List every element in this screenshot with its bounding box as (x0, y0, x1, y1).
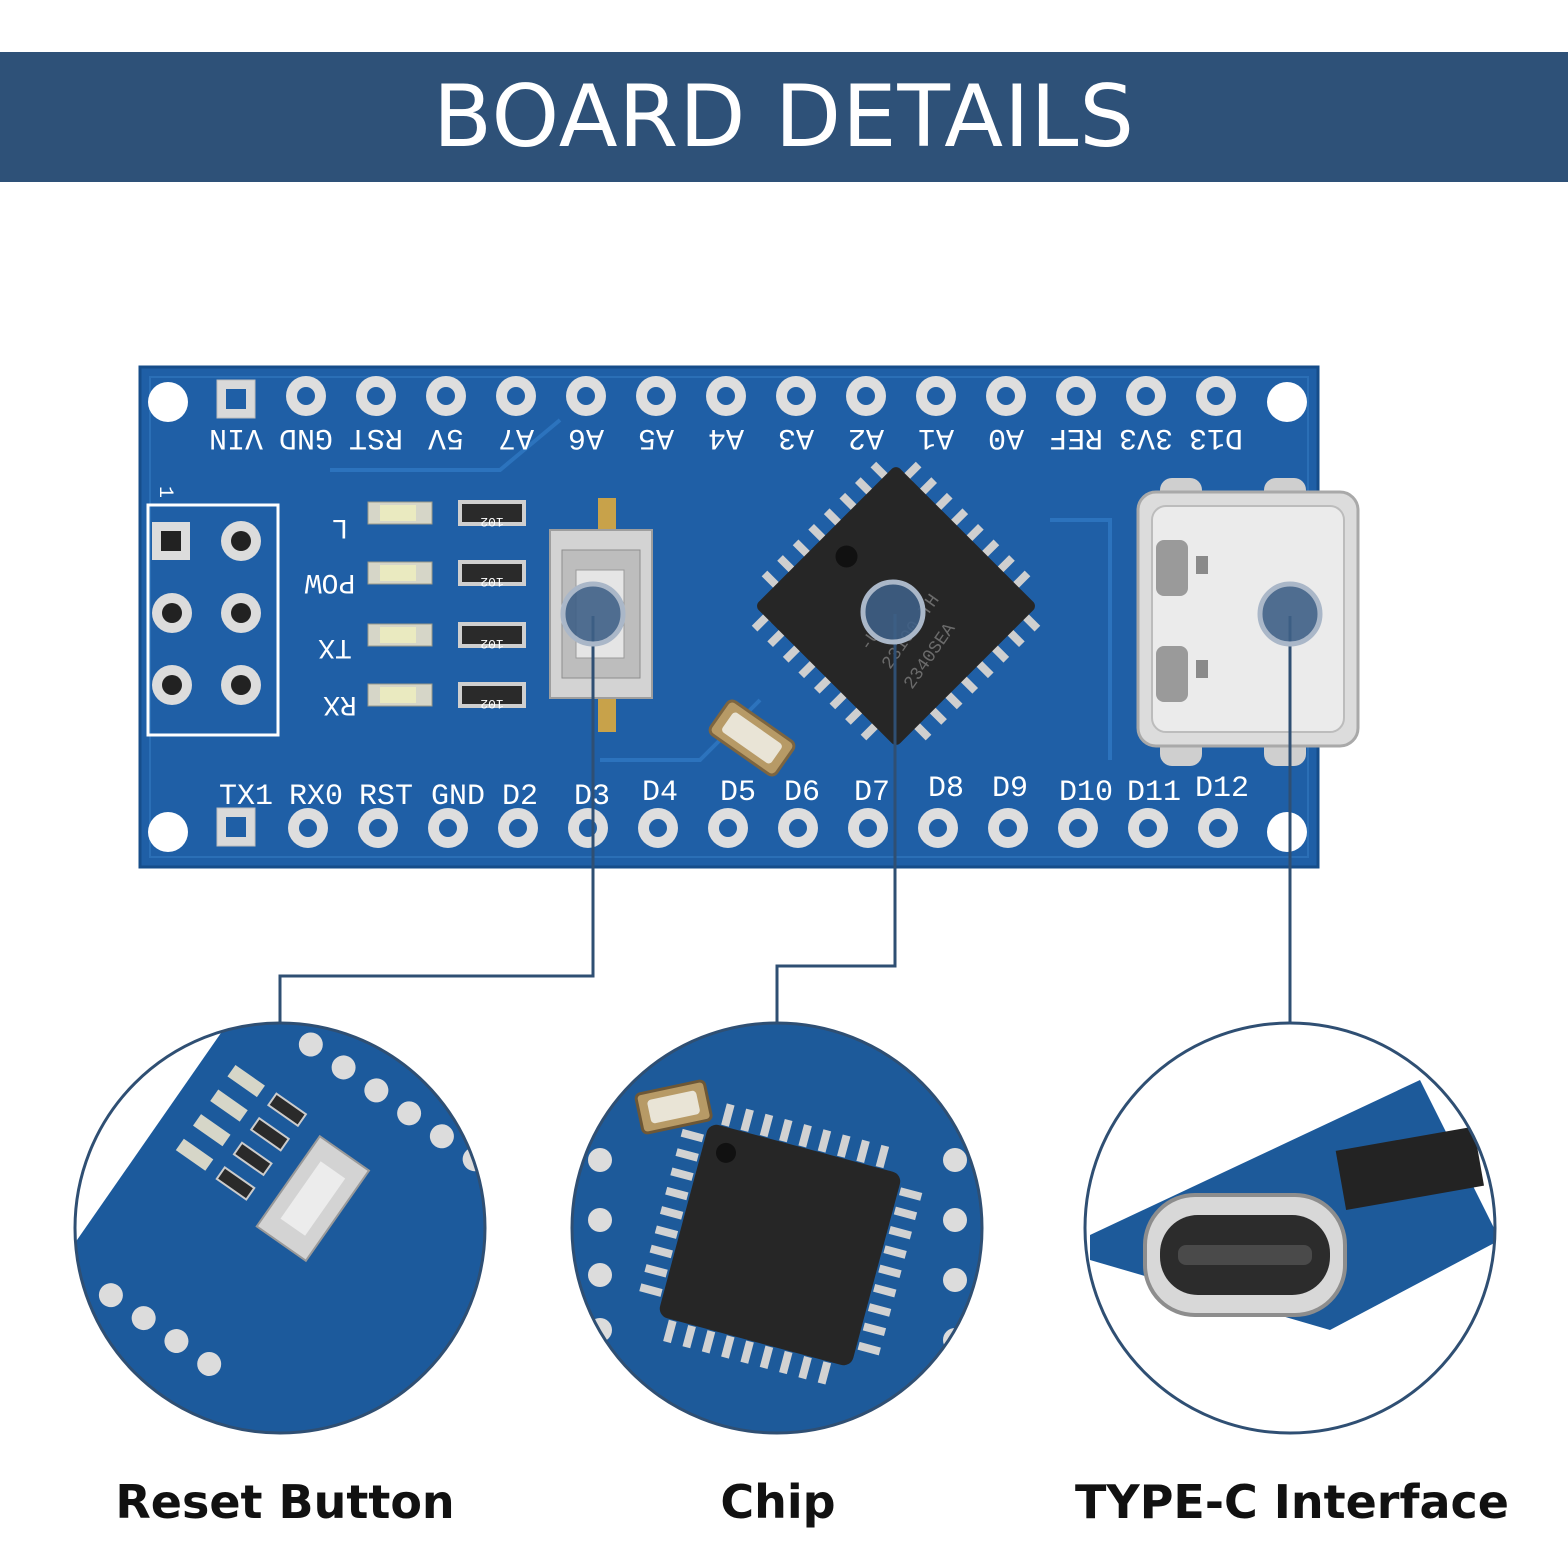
led-label: TX (318, 631, 352, 662)
zoom-chip (570, 1021, 984, 1435)
pin-label: D8 (928, 772, 964, 806)
pin-label: REF (1049, 420, 1103, 454)
led-label: RX (323, 688, 357, 719)
led-label: POW (305, 566, 356, 597)
resistor-code: 102 (480, 514, 503, 529)
crystal-part (708, 699, 796, 777)
callout-label-chip: Chip (720, 1475, 836, 1529)
pin-label: A2 (848, 420, 884, 454)
header-banner: BOARD DETAILS (0, 52, 1568, 182)
pin-label: A6 (568, 420, 604, 454)
pin-label: GND (431, 780, 485, 814)
resistor-codes: 102 102 102 102 (480, 514, 503, 711)
led-labels: L POW TX RX (305, 511, 357, 719)
pin-label: RST (349, 420, 403, 454)
callout-markers (560, 579, 1323, 647)
pin-label: A4 (708, 420, 744, 454)
top-pin-labels: VIN GND RST 5V A7 A6 A5 A4 A3 A2 A1 A0 R… (209, 420, 1243, 454)
resistor-code: 102 (480, 696, 503, 711)
top-pin-row (216, 376, 1236, 419)
pin-label: D6 (784, 776, 820, 810)
callout-label-type-c: TYPE-C Interface (1075, 1475, 1509, 1529)
usb-c-connector-part (1136, 478, 1360, 766)
mount-hole (148, 382, 188, 422)
resistor-code: 102 (480, 636, 503, 651)
pin-label: VIN (209, 420, 263, 454)
header-pin-label: 1 (153, 486, 176, 498)
bottom-pin-row (216, 807, 1238, 848)
leader-lines (278, 614, 1292, 1030)
pin-label: A3 (778, 420, 814, 454)
resistor-column (458, 500, 526, 708)
pin-label: 3V3 (1119, 420, 1173, 454)
reset-marker (560, 581, 626, 647)
callout-label-reset-button: Reset Button (115, 1475, 455, 1529)
usb-marker (1257, 581, 1323, 647)
led-column (367, 501, 433, 707)
bottom-pin-labels: TX1 RX0 RST GND D2 D3 D4 D5 D6 D7 D8 D9 … (219, 772, 1249, 814)
pin-label: A7 (498, 420, 534, 454)
zoom-type-c (1083, 1021, 1497, 1435)
pin-label: A1 (918, 420, 954, 454)
pin-label: D13 (1189, 420, 1243, 454)
pin-label: GND (279, 420, 333, 454)
pin-label: D12 (1195, 772, 1249, 806)
page-title: BOARD DETAILS (433, 67, 1135, 167)
pin-label: RX0 (289, 780, 343, 814)
mount-hole (148, 812, 188, 852)
pin-label: D5 (720, 776, 756, 810)
pin-label: 5V (428, 420, 464, 454)
pin-label: D4 (642, 776, 678, 810)
pin-label: D9 (992, 772, 1028, 806)
pin-label: D11 (1127, 776, 1181, 810)
icsp-header: 1 (146, 486, 280, 737)
led-label: L (332, 511, 349, 542)
pin-label: D7 (854, 776, 890, 810)
pin-label: A5 (638, 420, 674, 454)
pin-label: RST (359, 780, 413, 814)
mount-hole (1267, 812, 1307, 852)
chip-marker (860, 579, 926, 645)
resistor-code: 102 (480, 574, 503, 589)
zoom-reset-button (73, 1021, 487, 1435)
pin-label: A0 (988, 420, 1024, 454)
mount-hole (1267, 382, 1307, 422)
pin-label: D10 (1059, 776, 1113, 810)
